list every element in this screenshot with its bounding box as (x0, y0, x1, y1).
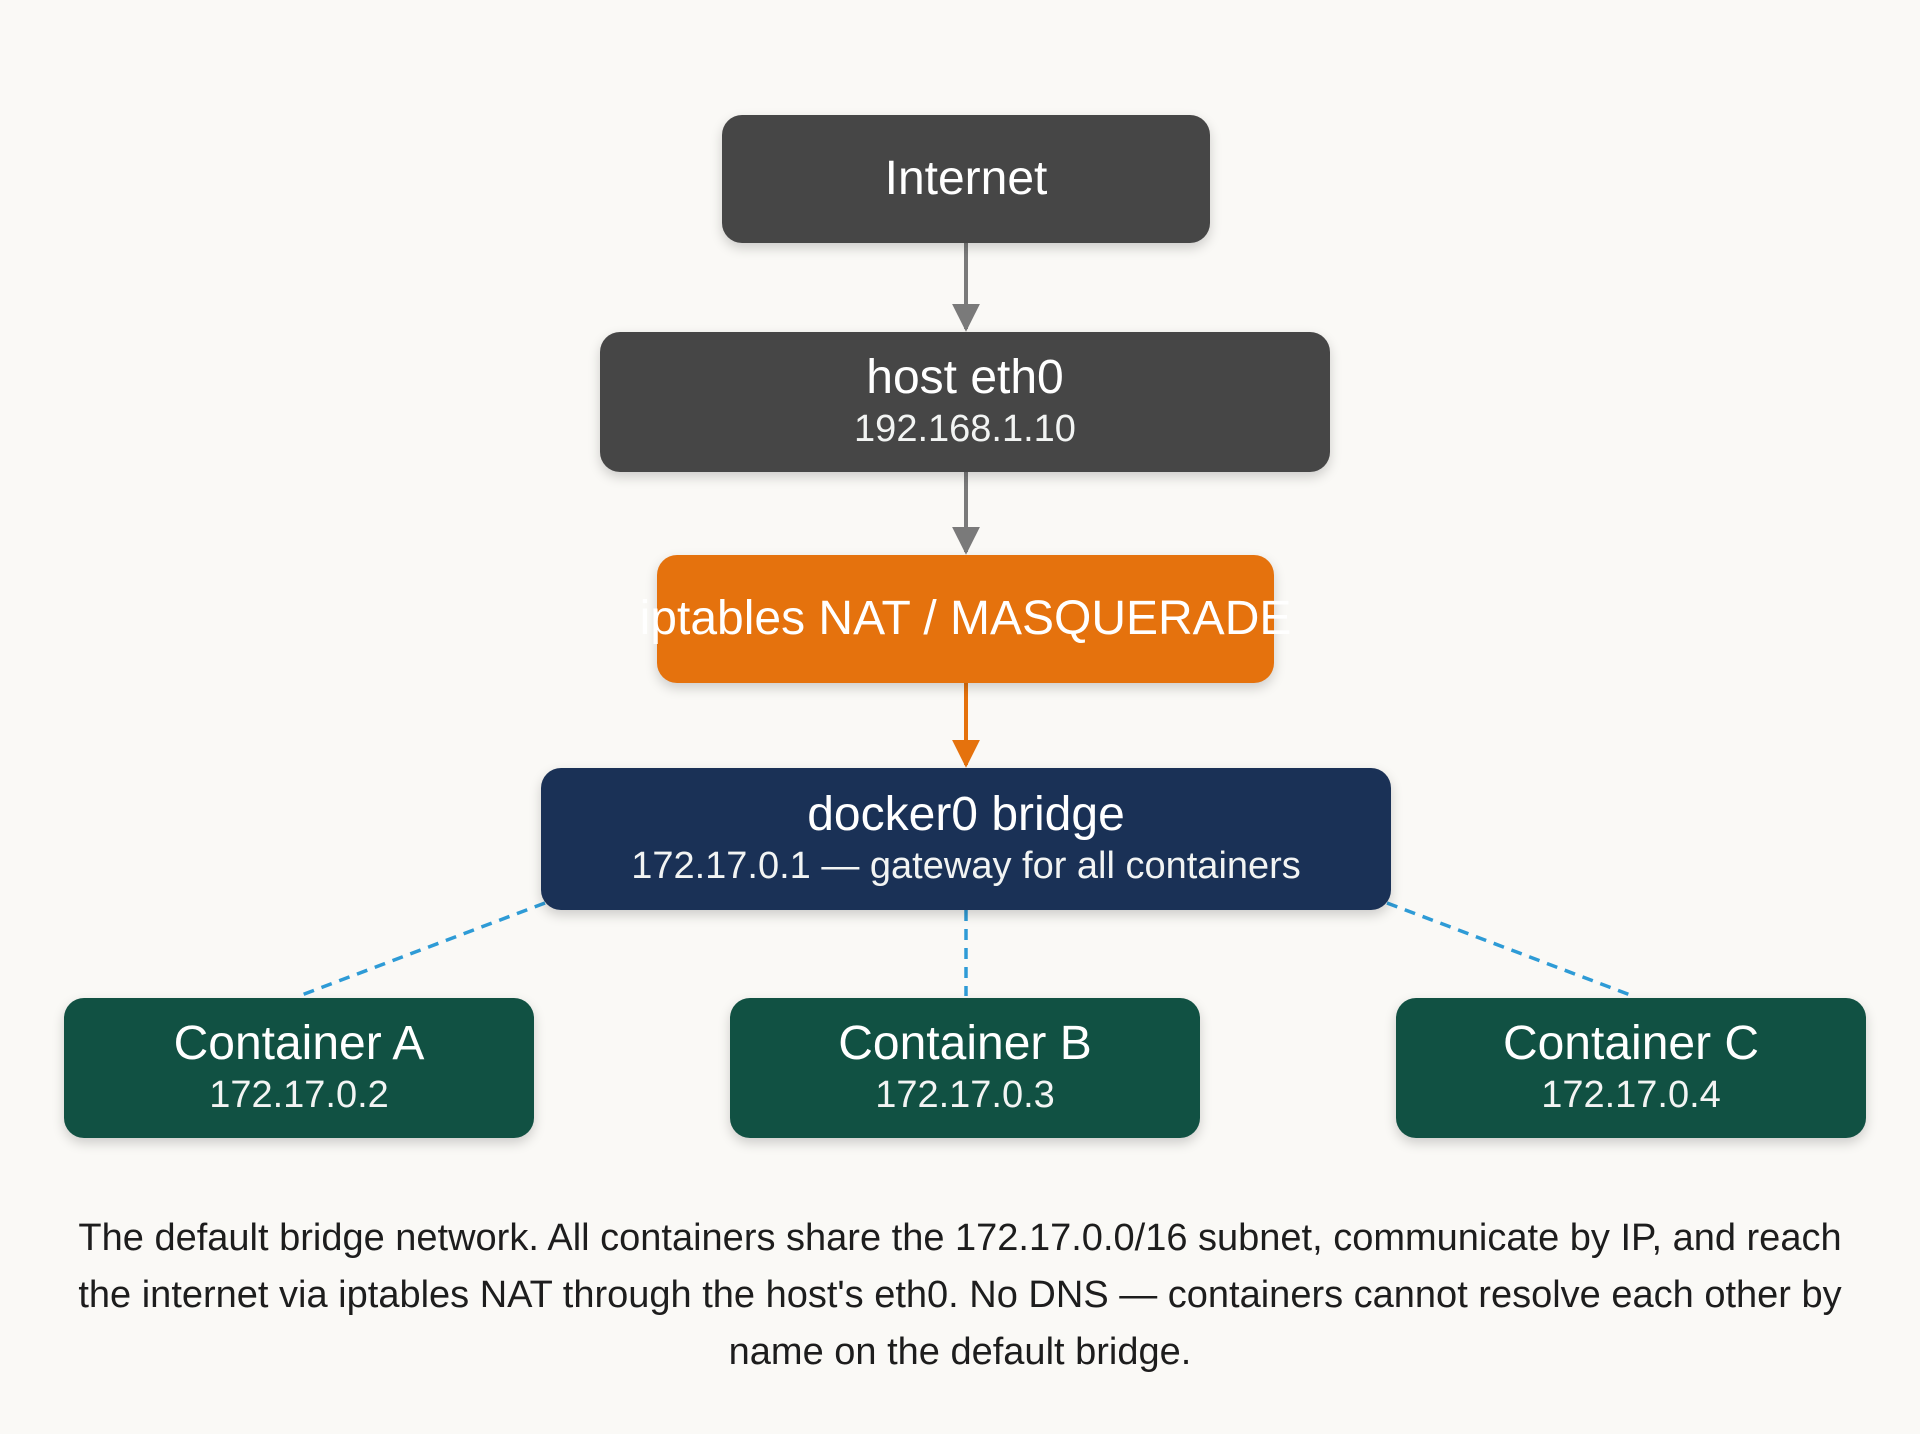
container-a-node-ip: 172.17.0.2 (209, 1074, 389, 1116)
docker0-bridge-node-label: docker0 bridge (807, 788, 1125, 841)
diagram-caption: The default bridge network. All containe… (78, 1217, 1842, 1373)
docker0-bridge-node-detail: 172.17.0.1 — gateway for all containers (631, 845, 1301, 887)
container-a-node-label: Container A (173, 1017, 425, 1070)
host-eth0-node-ip: 192.168.1.10 (854, 408, 1076, 450)
iptables-nat-node-label: iptables NAT / MASQUERADE (639, 592, 1292, 645)
host-eth0-node: host eth0 192.168.1.10 (600, 332, 1330, 472)
internet-node-label: Internet (884, 152, 1048, 205)
iptables-nat-node: iptables NAT / MASQUERADE (640, 555, 1291, 683)
container-b-node-ip: 172.17.0.3 (875, 1074, 1055, 1116)
container-b-node: Container B 172.17.0.3 (730, 998, 1200, 1138)
docker0-bridge-node: docker0 bridge 172.17.0.1 — gateway for … (541, 768, 1391, 910)
container-c-node: Container C 172.17.0.4 (1396, 998, 1866, 1138)
link-bridge-to-container-c (1386, 901, 1634, 998)
container-c-node-ip: 172.17.0.4 (1541, 1074, 1721, 1116)
container-b-node-label: Container B (838, 1017, 1092, 1070)
container-c-node-label: Container C (1502, 1017, 1760, 1070)
internet-node: Internet (722, 115, 1210, 243)
link-bridge-to-container-a (298, 901, 546, 998)
container-a-node: Container A 172.17.0.2 (64, 998, 534, 1138)
host-eth0-node-label: host eth0 (866, 351, 1064, 404)
